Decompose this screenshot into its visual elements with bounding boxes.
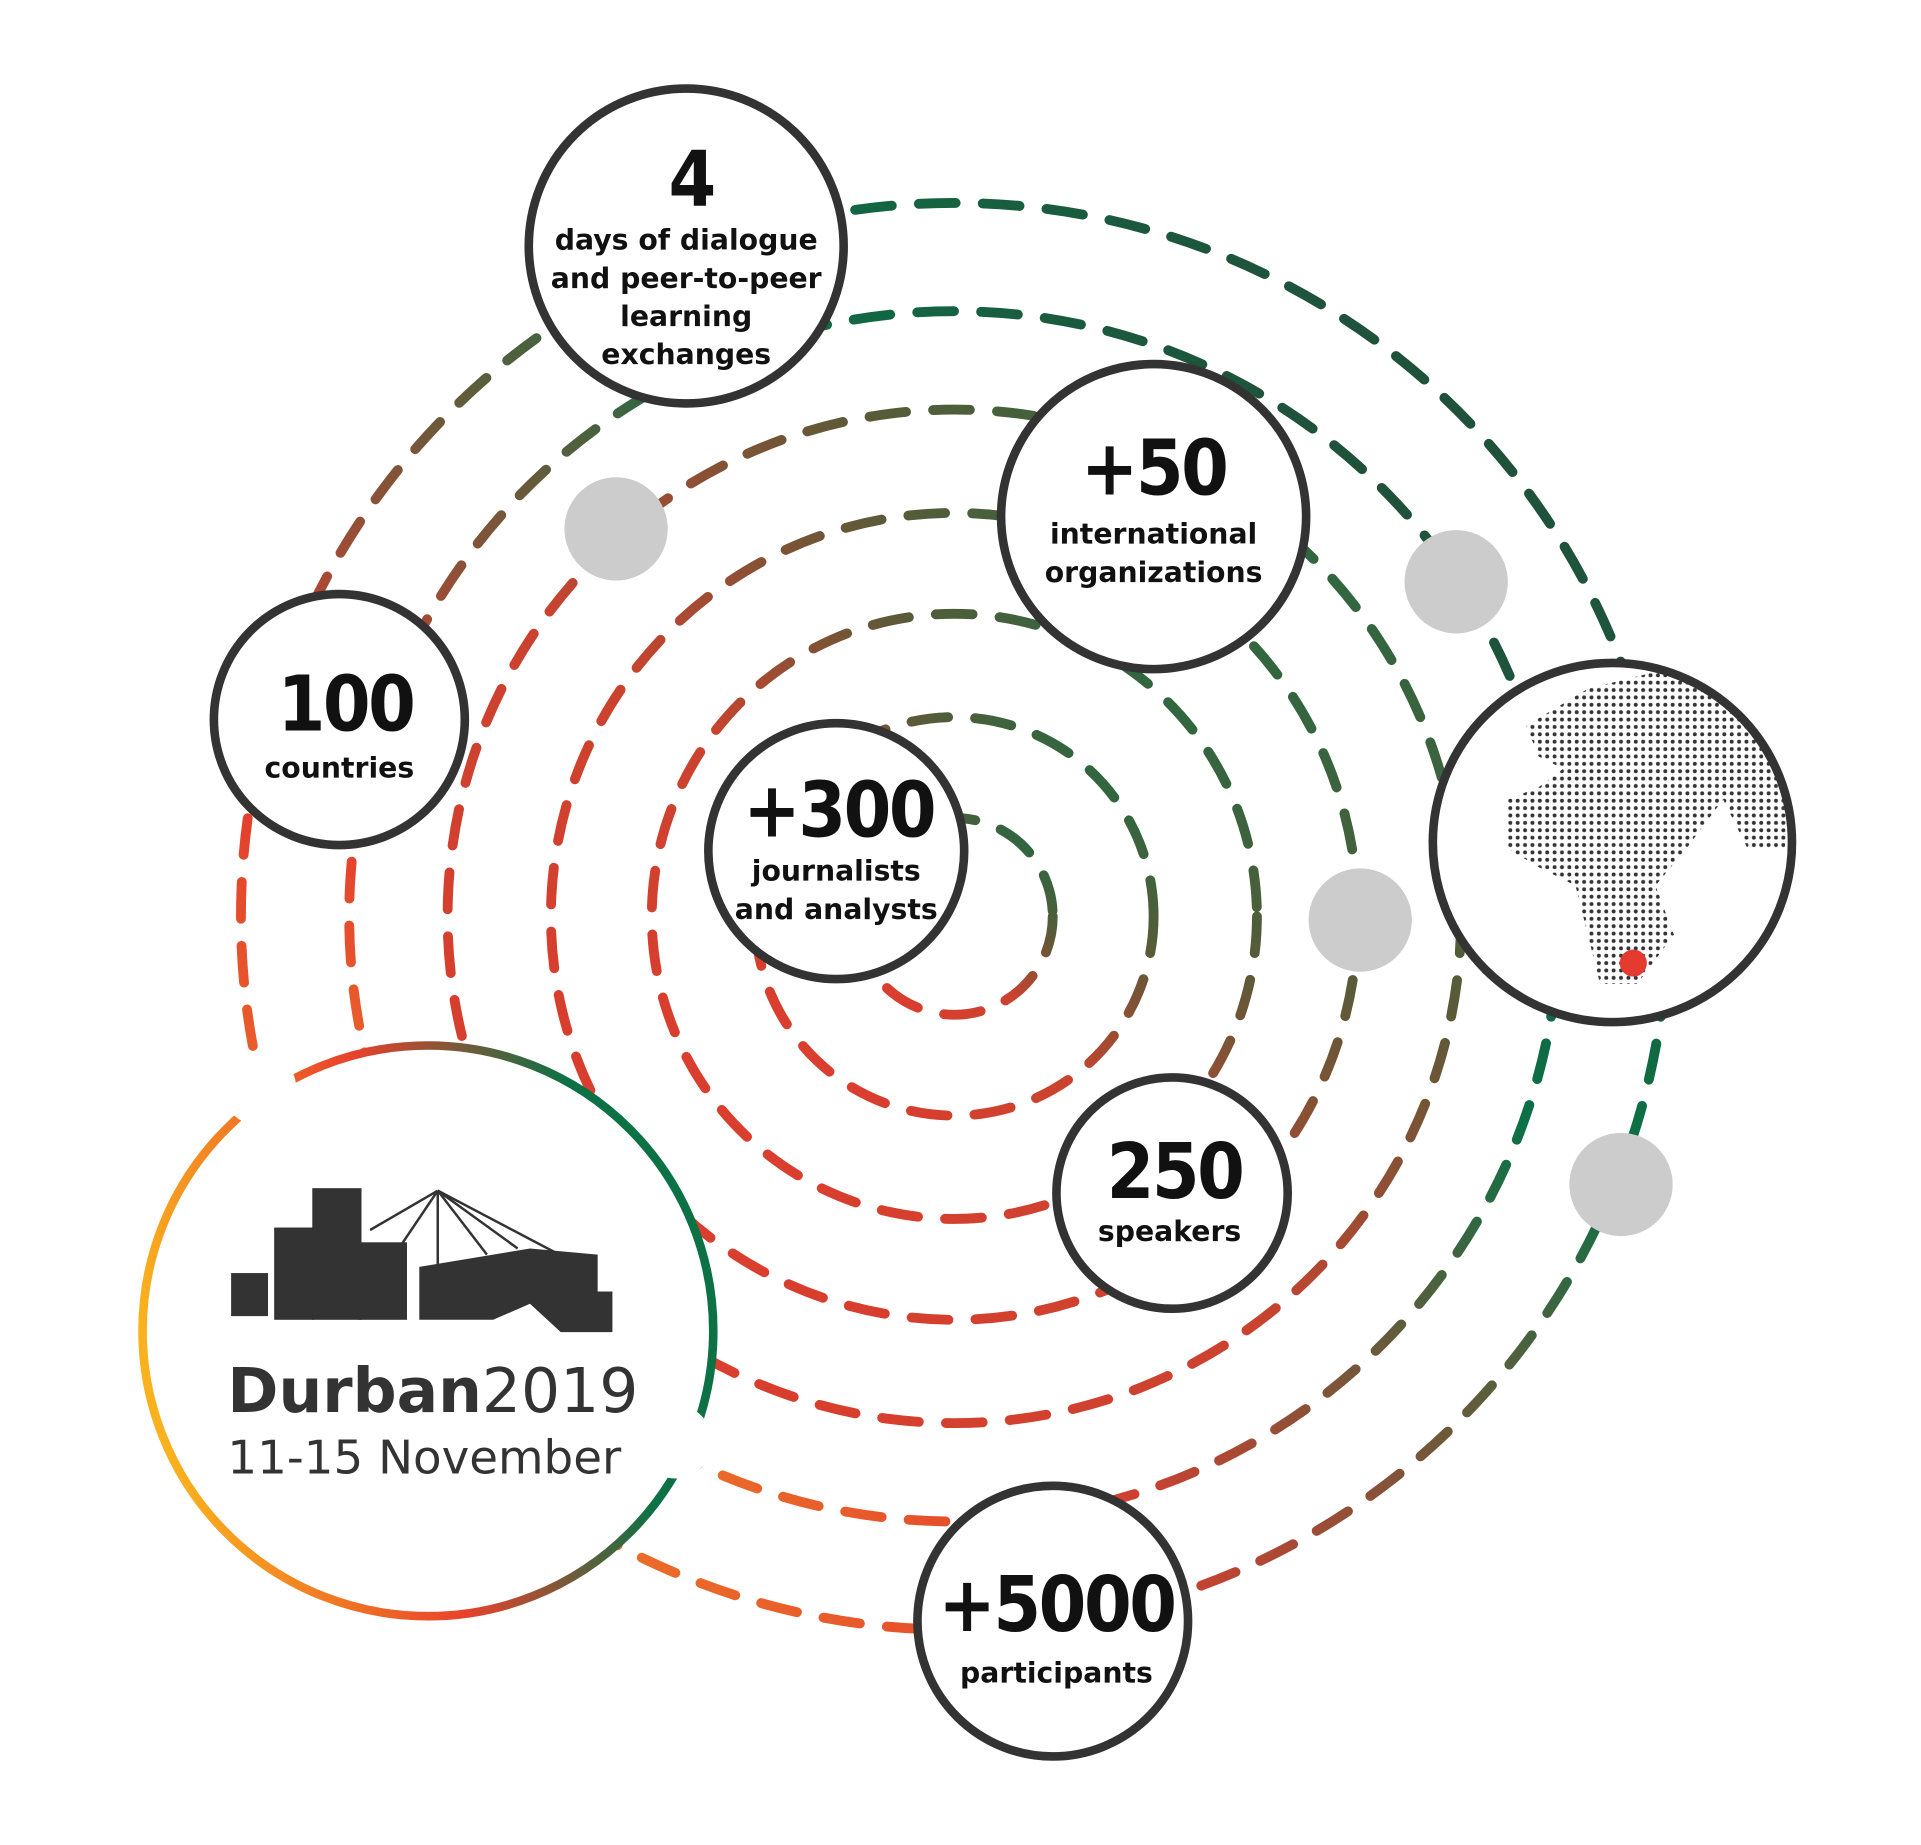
stat-participants: +5000 participants	[913, 1481, 1193, 1761]
planet-dot	[564, 477, 668, 581]
stat-days: 4 days of dialogue and peer-to-peer lear…	[524, 84, 848, 408]
stat-label: days of dialogue	[555, 224, 818, 257]
stat-label: learning	[620, 300, 752, 333]
stat-label: countries	[265, 751, 415, 784]
stat-label: and analysts	[735, 893, 938, 926]
planet-dot	[1308, 868, 1412, 972]
stat-label: international	[1050, 518, 1257, 551]
stat-number: +300	[743, 765, 934, 854]
event-dates: 11-15 November	[227, 1432, 622, 1486]
stat-number: 100	[278, 660, 414, 749]
globe-map-icon	[1428, 658, 1797, 1027]
stat-number: +50	[1081, 423, 1227, 512]
planet-dot	[1404, 530, 1508, 634]
stat-journalists: +300 journalists and analysts	[704, 718, 969, 984]
event-year: 2019	[482, 1355, 639, 1427]
stat-countries: 100 countries	[209, 589, 470, 850]
stat-label: speakers	[1098, 1215, 1241, 1248]
svg-text:Durban2019: Durban2019	[227, 1355, 638, 1427]
stat-label: participants	[960, 1657, 1153, 1690]
stat-organizations: +50 international organizations	[996, 359, 1311, 674]
stat-label: and peer-to-peer	[551, 262, 822, 295]
planet-dots	[564, 477, 1673, 1237]
stat-label: exchanges	[601, 338, 771, 371]
event-name: Durban	[227, 1355, 481, 1427]
stat-speakers: 250 speakers	[1052, 1073, 1292, 1314]
stat-label: journalists	[751, 855, 921, 888]
stat-number: +5000	[938, 1560, 1174, 1649]
location-marker-icon	[1619, 949, 1647, 977]
stat-number: 4	[668, 134, 713, 223]
planet-dot	[1569, 1132, 1673, 1237]
orbit-ring-3	[646, 608, 1262, 1224]
stat-number: 250	[1107, 1127, 1243, 1216]
stat-label: organizations	[1045, 556, 1263, 589]
durban-skyline-icon	[231, 1188, 613, 1333]
durban-badge: Durban2019 11-15 November	[138, 1041, 718, 1621]
orbit-ring-2	[750, 712, 1159, 1121]
